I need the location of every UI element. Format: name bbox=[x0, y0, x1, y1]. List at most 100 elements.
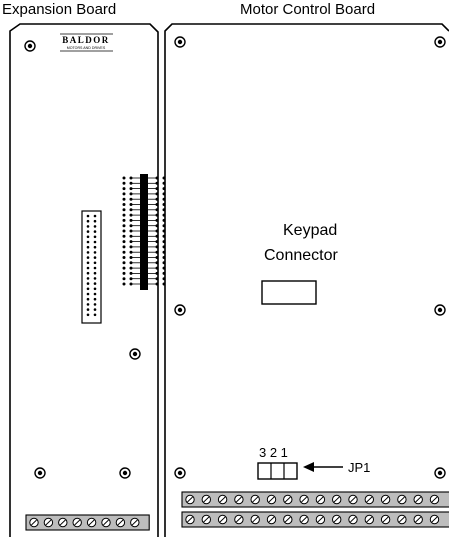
interconnect-pin bbox=[122, 256, 126, 259]
interconnect-connector-body bbox=[140, 174, 148, 290]
interconnect-pin bbox=[162, 277, 166, 281]
jumper-pin-numbers: 3 2 1 bbox=[259, 445, 288, 460]
interconnect-pin bbox=[122, 218, 126, 222]
interconnect-pin bbox=[162, 187, 166, 191]
header-pin bbox=[93, 240, 97, 244]
header-pin bbox=[86, 297, 90, 301]
terminal-screw-slot bbox=[203, 516, 210, 523]
terminal-screw-slot bbox=[398, 516, 405, 523]
interconnect-pin bbox=[122, 192, 126, 196]
mounting-screw bbox=[174, 467, 186, 479]
header-pin bbox=[86, 251, 90, 254]
terminal-screw-slot bbox=[415, 496, 422, 503]
header-pin bbox=[93, 292, 97, 296]
interconnect-pin bbox=[122, 277, 126, 281]
terminal-screw-slot bbox=[382, 516, 389, 523]
terminal-screw-slot bbox=[74, 519, 81, 526]
interconnect-pin bbox=[162, 213, 166, 217]
motor-terminal-strips bbox=[181, 491, 449, 528]
interconnect-pin bbox=[122, 213, 126, 217]
terminal-screw-slot bbox=[235, 516, 242, 523]
interconnect-pin bbox=[162, 224, 166, 228]
interconnect-pin bbox=[162, 240, 166, 244]
header-pin bbox=[86, 308, 90, 311]
interconnect-pin bbox=[162, 192, 166, 196]
mounting-screw bbox=[434, 36, 446, 48]
terminal-screw-slot bbox=[131, 519, 138, 526]
header-pin bbox=[86, 214, 90, 218]
header-pin bbox=[93, 225, 97, 228]
interconnect-pin bbox=[122, 266, 126, 270]
interconnect-pin bbox=[122, 224, 126, 228]
terminal-screw-slot bbox=[350, 496, 356, 503]
header-pin bbox=[93, 297, 97, 301]
terminal-strip-body bbox=[181, 511, 449, 528]
terminal-screw-slot bbox=[301, 516, 308, 523]
keypad-label-line1: Keypad bbox=[283, 222, 338, 239]
interconnect-pin bbox=[122, 187, 126, 191]
interconnect-pin bbox=[162, 208, 166, 212]
terminal-screw-slot bbox=[88, 519, 95, 526]
interconnect-pin bbox=[162, 197, 166, 201]
header-pin bbox=[86, 282, 90, 285]
interconnect-pin bbox=[122, 197, 126, 201]
header-pin bbox=[86, 235, 90, 239]
interconnect-pin bbox=[122, 271, 126, 275]
motor-control-board-label: Motor Control Board bbox=[240, 1, 376, 18]
terminal-screw-slot bbox=[415, 516, 422, 523]
terminal-screw-slot bbox=[59, 519, 66, 526]
terminal-screw-slot bbox=[203, 496, 210, 503]
interconnect-pin bbox=[162, 261, 166, 265]
interconnect-pin bbox=[122, 176, 126, 180]
interconnect-pin bbox=[122, 208, 126, 212]
terminal-screw-slot bbox=[382, 496, 389, 503]
header-pin bbox=[93, 308, 97, 311]
header-pin bbox=[86, 230, 90, 233]
interconnect-pin bbox=[162, 245, 166, 249]
baldor-tagline-text: MOTORS AND DRIVES bbox=[67, 46, 106, 50]
terminal-screw-slot bbox=[45, 519, 52, 526]
interconnect-pin bbox=[162, 203, 166, 206]
interconnect-pin bbox=[122, 261, 126, 265]
header-pin bbox=[86, 245, 90, 249]
header-pin bbox=[86, 292, 90, 296]
interconnect-pin bbox=[122, 282, 126, 286]
interconnect-pin bbox=[162, 282, 166, 286]
ribbon-header-pins bbox=[86, 214, 97, 317]
jp1-arrow bbox=[303, 462, 343, 472]
baldor-brand-text: BALDOR bbox=[62, 35, 110, 45]
terminal-screw-slot bbox=[350, 516, 356, 523]
header-pin bbox=[93, 230, 97, 233]
terminal-screw-slot bbox=[431, 496, 438, 503]
interconnect-pin bbox=[122, 181, 126, 185]
keypad-label-line2: Connector bbox=[264, 247, 338, 264]
terminal-screw-slot bbox=[268, 516, 275, 523]
interconnect-pin bbox=[162, 266, 166, 270]
header-pin bbox=[86, 225, 90, 228]
header-pin bbox=[93, 235, 97, 239]
terminal-screw-slot bbox=[187, 516, 193, 523]
header-pin bbox=[93, 256, 97, 259]
header-pin bbox=[86, 219, 90, 223]
interconnect-pin bbox=[122, 245, 126, 249]
expansion-board-outline bbox=[9, 23, 159, 537]
mounting-screw bbox=[434, 467, 446, 479]
ribbon-header bbox=[81, 210, 102, 324]
header-pin bbox=[93, 287, 97, 291]
interconnect-pin bbox=[162, 229, 166, 233]
terminal-screw-slot bbox=[284, 516, 291, 523]
terminal-screw-slot bbox=[252, 496, 259, 503]
terminal-screw-slot bbox=[103, 519, 109, 526]
terminal-screw-slot bbox=[333, 496, 340, 503]
interconnect-pin bbox=[162, 250, 166, 254]
terminal-screw-slot bbox=[333, 516, 340, 523]
terminal-screw-slot bbox=[398, 496, 405, 503]
header-pin bbox=[86, 271, 90, 275]
header-pin bbox=[93, 313, 97, 317]
mounting-screw bbox=[129, 348, 141, 360]
terminal-screw-slot bbox=[366, 496, 373, 503]
jp1-jumper bbox=[257, 462, 298, 480]
keypad-connector bbox=[261, 280, 317, 305]
terminal-strip-body bbox=[181, 491, 449, 508]
